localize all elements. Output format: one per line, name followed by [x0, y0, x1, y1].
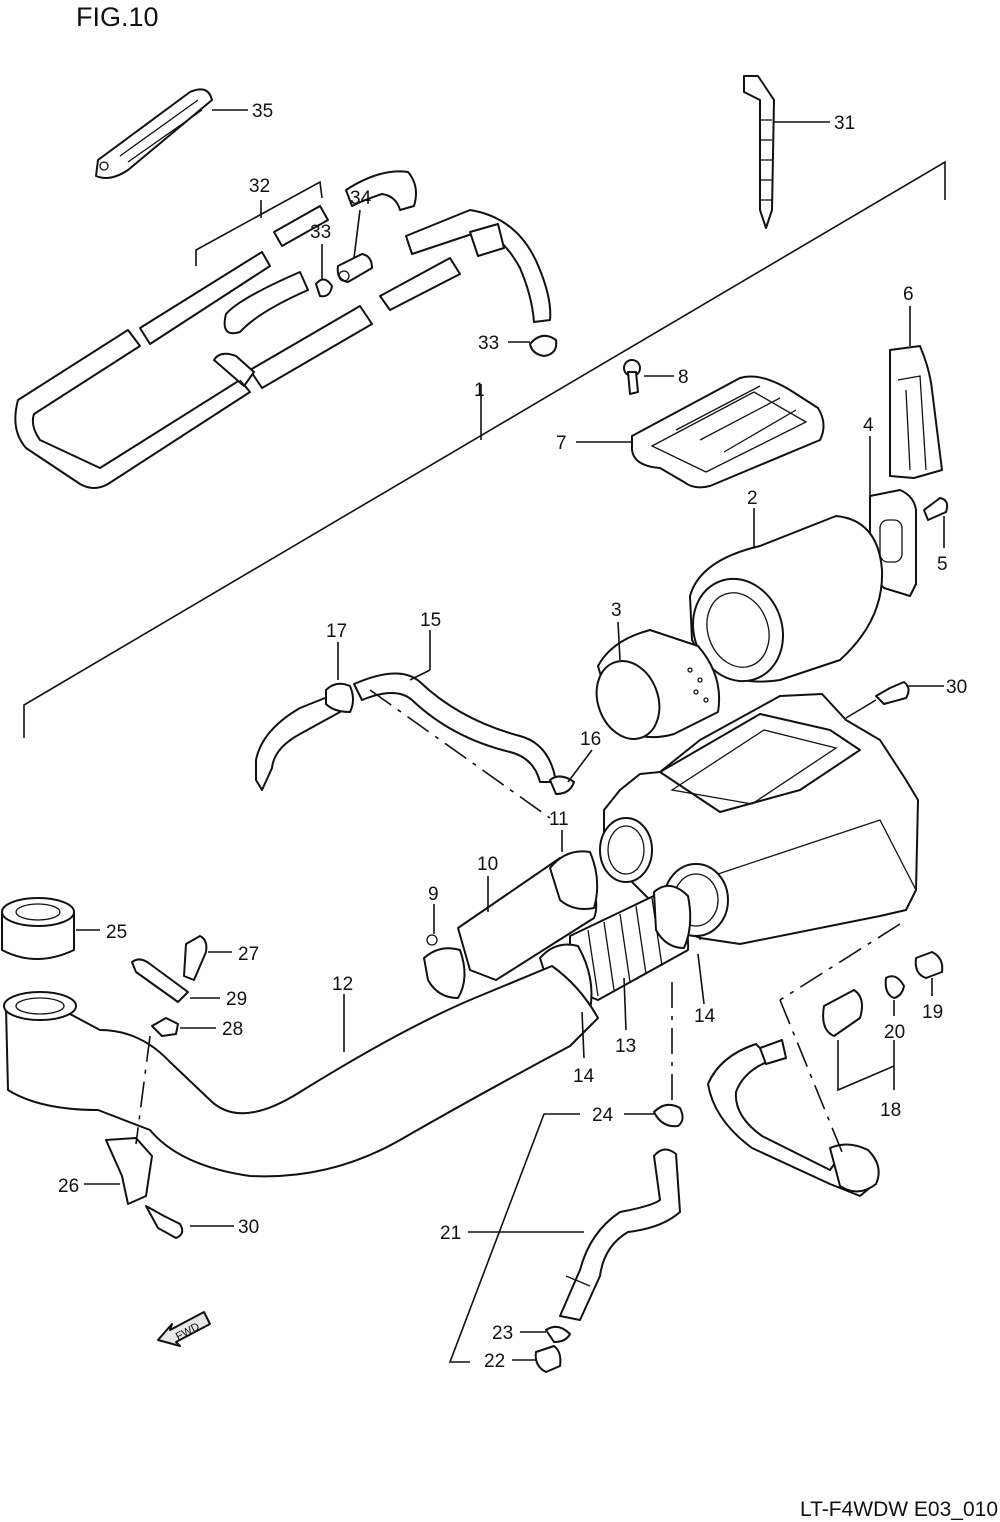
part-clamp-11 [549, 850, 599, 910]
callout-28: 28 [222, 1019, 243, 1040]
callout-29: 29 [226, 989, 247, 1010]
callout-31: 31 [834, 113, 855, 134]
callout-4: 4 [863, 415, 874, 436]
callout-9: 9 [428, 884, 439, 905]
callout-15: 15 [420, 610, 441, 631]
figure-code: LT-F4WDW E03_010 [799, 1498, 998, 1521]
part-element-2 [689, 515, 884, 683]
callout-13: 13 [615, 1036, 636, 1057]
part-intake-duct-12 [3, 965, 599, 1178]
callout-33-upper: 33 [310, 222, 331, 243]
part-cable-tie-31 [743, 75, 775, 229]
part-clip-33-lower [529, 334, 558, 357]
callout-19: 19 [922, 1002, 943, 1023]
callout-34: 34 [350, 188, 372, 209]
callout-18: 18 [880, 1100, 901, 1121]
part-cage-7 [631, 375, 825, 489]
part-bolt-30-lower [145, 1205, 184, 1239]
callout-25: 25 [106, 922, 127, 943]
figure-title: FIG.10 [76, 2, 159, 32]
callout-30-lower: 30 [238, 1217, 259, 1238]
part-clip-23 [545, 1325, 571, 1343]
part-plate-29 [131, 958, 189, 1003]
callout-5: 5 [937, 554, 948, 575]
callout-26: 26 [58, 1176, 79, 1197]
part-breather-hoses-32 [14, 170, 552, 489]
part-clamp-14-right [653, 885, 692, 949]
part-cap-19 [914, 951, 944, 979]
leader-32 [195, 180, 323, 266]
callout-21: 21 [440, 1223, 461, 1244]
callout-22: 22 [484, 1351, 505, 1372]
callout-3: 3 [611, 600, 622, 621]
part-screw-5 [923, 497, 949, 521]
part-plug-20 [822, 989, 863, 1037]
part-seal-25 [1, 897, 75, 960]
callout-12: 12 [332, 974, 353, 995]
part-clip-20 [884, 975, 905, 999]
fwd-arrow-icon: FWD [157, 1311, 211, 1347]
callout-14-left: 14 [573, 1066, 595, 1087]
callout-30-upper: 30 [946, 677, 967, 698]
leader-18 [837, 1040, 895, 1092]
alignment-lines [135, 689, 901, 1153]
part-tube-21 [559, 1148, 681, 1321]
part-element-3 [595, 629, 721, 740]
callout-32: 32 [249, 176, 270, 197]
callout-33-lower: 33 [478, 333, 499, 354]
callout-35: 35 [252, 101, 273, 122]
callout-10: 10 [477, 854, 498, 875]
part-screw-8 [623, 359, 641, 395]
callout-24: 24 [592, 1105, 614, 1126]
part-hose-15 [255, 672, 557, 791]
part-bolt-27 [183, 935, 208, 981]
leader-21-group [448, 1113, 580, 1363]
part-strap-35 [95, 88, 213, 179]
part-connector-34 [336, 253, 373, 283]
callout-17: 17 [326, 621, 347, 642]
assembly-bracket-1 [23, 160, 946, 738]
callout-16: 16 [580, 729, 601, 750]
part-clamp-24 [653, 1103, 684, 1128]
part-clip-33-upper [315, 278, 333, 298]
callout-6: 6 [903, 284, 914, 305]
callout-8: 8 [678, 367, 689, 388]
callout-11: 11 [549, 809, 569, 830]
callout-27: 27 [238, 944, 259, 965]
callout-1: 1 [474, 380, 485, 401]
part-cap-22 [534, 1345, 562, 1373]
callout-20: 20 [884, 1022, 905, 1043]
air-cleaner-case [599, 693, 919, 945]
callout-7: 7 [556, 433, 567, 454]
part-clamp-9 [423, 934, 466, 999]
part-holder-6 [889, 345, 943, 479]
fwd-label: FWD [174, 1321, 202, 1343]
callouts: 35 31 32 34 33 33 6 8 1 4 7 2 5 3 15 17 [58, 101, 967, 1372]
callout-14-right: 14 [694, 1006, 716, 1027]
part-bolt-30-upper [875, 681, 910, 705]
callout-2: 2 [747, 488, 758, 509]
part-clamp-17 [325, 682, 354, 713]
callout-23: 23 [492, 1323, 513, 1344]
part-bracket-26 [105, 1137, 153, 1205]
part-hose-18 [707, 1039, 880, 1197]
part-nut-28 [151, 1017, 179, 1037]
